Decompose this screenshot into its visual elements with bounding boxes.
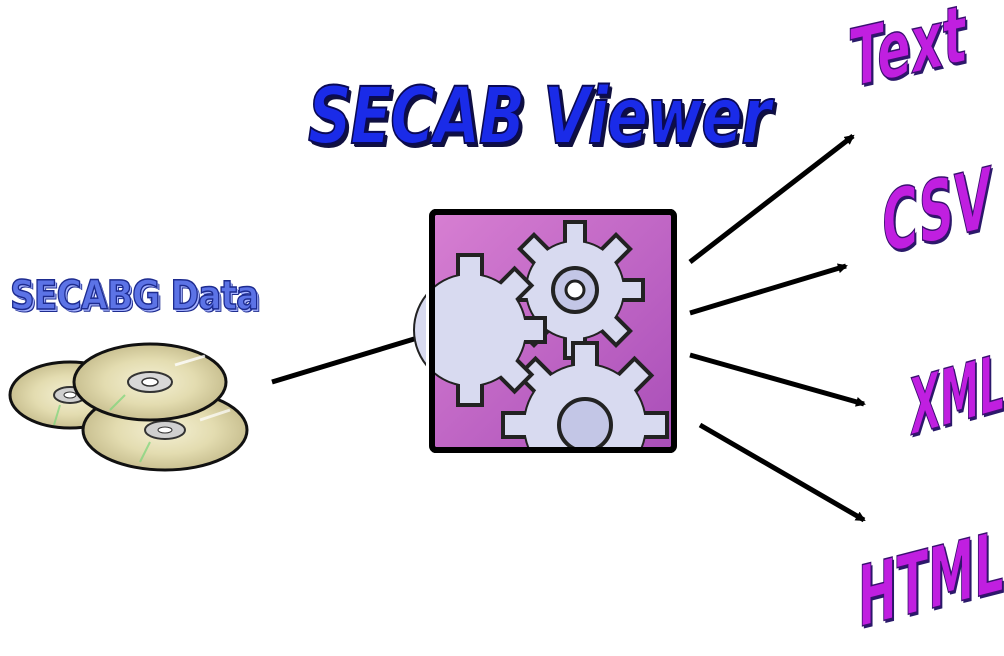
gears-icon bbox=[413, 206, 1004, 493]
source-label: SECABG Data bbox=[9, 273, 260, 319]
output-arrow-text bbox=[688, 134, 855, 264]
cd-disc bbox=[72, 342, 228, 422]
diagram-title: SECAB Viewer bbox=[307, 72, 772, 162]
input-arrow bbox=[271, 333, 426, 385]
output-arrow-xml bbox=[689, 352, 866, 407]
output-arrow-csv bbox=[689, 263, 848, 316]
output-label-csv: CSV bbox=[881, 148, 992, 274]
output-arrow-html bbox=[698, 422, 866, 523]
cd-discs-icon bbox=[8, 342, 249, 472]
